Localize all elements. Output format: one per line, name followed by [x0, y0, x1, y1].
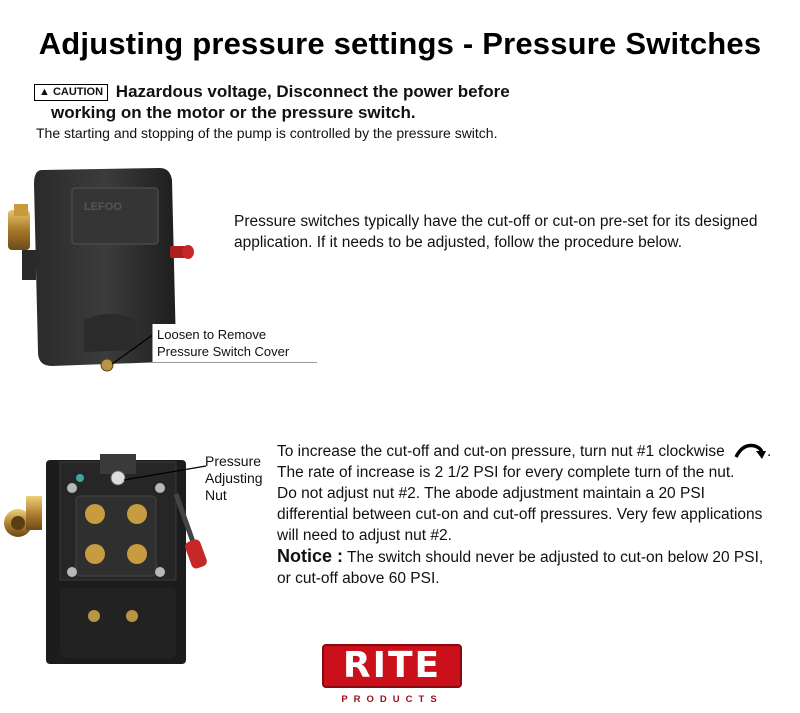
callout-pointer-cover — [111, 333, 155, 365]
notice-label: Notice : — [277, 546, 344, 566]
warning-triangle-icon: ▲ — [39, 86, 50, 98]
callout-pointer-nut — [123, 465, 207, 481]
notice-text: The switch should never be adjusted to c… — [277, 549, 764, 587]
rite-logo: RITE — [322, 644, 462, 688]
pressure-switch-cover-photo: LEFOO — [8, 168, 194, 372]
instruction-line-1-text: To increase the cut-off and cut-on press… — [277, 443, 725, 460]
callout-nut-line-1: Pressure — [205, 453, 262, 469]
instruction-line-2: The rate of increase is 2 1/2 PSI for ev… — [277, 464, 735, 481]
callout-cover-line-1: Loosen to Remove — [157, 327, 267, 342]
callout-remove-cover: Loosen to Remove Pressure Switch Cover — [152, 324, 317, 363]
intro-text: The starting and stopping of the pump is… — [36, 125, 498, 141]
instruction-line-1-end: . — [767, 443, 772, 460]
callout-pressure-adjusting-nut: Pressure Adjusting Nut — [205, 453, 263, 504]
instructions-block: To increase the cut-off and cut-on press… — [277, 441, 777, 589]
instruction-line-1: To increase the cut-off and cut-on press… — [277, 441, 777, 462]
switch-brand-text: LEFOO — [84, 201, 122, 213]
notice-line: Notice : The switch should never be adju… — [277, 546, 777, 589]
callout-nut-line-2: Adjusting — [205, 470, 263, 486]
logo-name: RITE — [342, 645, 442, 686]
clockwise-arrow-icon — [734, 443, 767, 459]
instruction-line-3: Do not adjust nut #2. The abode adjustme… — [277, 485, 763, 544]
caution-badge-label: CAUTION — [52, 86, 104, 98]
callout-cover-line-2: Pressure Switch Cover — [157, 344, 290, 359]
caution-text-1: Hazardous voltage, Disconnect the power … — [115, 82, 510, 101]
caution-badge: ▲ CAUTION — [34, 84, 109, 101]
callout-nut-line-3: Nut — [205, 487, 227, 503]
intro-paragraph: Pressure switches typically have the cut… — [234, 213, 758, 251]
logo-subtitle: PRODUCTS — [341, 694, 443, 705]
caution-line-1: ▲ CAUTION Hazardous voltage, Disconnect … — [34, 82, 594, 102]
page-title: Adjusting pressure settings - Pressure S… — [38, 26, 762, 61]
pressure-switch-open-photo — [4, 454, 207, 664]
caution-text-2: working on the motor or the pressure swi… — [51, 103, 416, 122]
